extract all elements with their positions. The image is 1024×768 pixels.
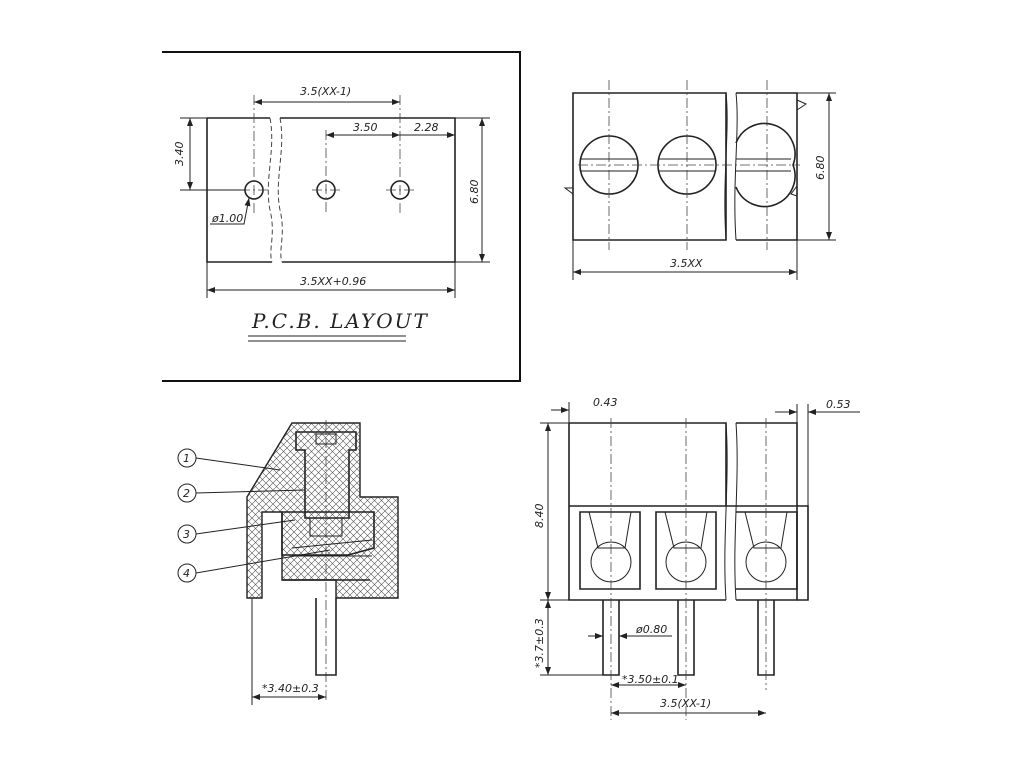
clamp-window-1 bbox=[579, 511, 641, 590]
pcb-dim-hole-height: 3.40 bbox=[173, 142, 186, 167]
pcb-layout-panel: 3.5(XX-1) 3.50 2.28 3.40 6.80 ø1.00 3.5X… bbox=[162, 51, 521, 382]
top-dim-length: 3.5XX bbox=[670, 257, 703, 270]
svg-text:1: 1 bbox=[183, 452, 190, 465]
front-dim-pitch-total: 3.5(XX-1) bbox=[660, 697, 711, 710]
front-dim-pin-length: *3.7±0.3 bbox=[533, 618, 546, 668]
front-dim-body-height: 8.40 bbox=[533, 504, 546, 529]
svg-text:3: 3 bbox=[183, 528, 190, 541]
side-dim-pin-offset: *3.40±0.3 bbox=[262, 682, 319, 695]
pcb-dim-pitch: 3.50 bbox=[353, 121, 378, 134]
screw-head-3 bbox=[735, 122, 796, 208]
front-dim-left-offset: 0.43 bbox=[593, 396, 618, 409]
top-view: 6.80 3.5XX bbox=[563, 80, 836, 280]
side-section-view: 1 2 3 4 *3.40±0.3 bbox=[177, 420, 399, 705]
front-dim-pitch: *3.50±0.1 bbox=[622, 673, 679, 686]
callout-4: 4 bbox=[177, 549, 331, 583]
front-dim-right-offset: 0.53 bbox=[826, 398, 851, 411]
front-dim-pin-diameter: ø0.80 bbox=[635, 623, 667, 636]
front-view: 0.43 0.53 8.40 *3.7±0.3 ø0.80 *3.50±0.1 … bbox=[533, 396, 860, 720]
pcb-dim-hole-diameter: ø1.00 bbox=[211, 212, 243, 225]
clamp-window-3 bbox=[736, 511, 798, 590]
svg-text:2: 2 bbox=[183, 487, 190, 500]
top-dim-height: 6.80 bbox=[814, 156, 827, 181]
callout-2: 2 bbox=[177, 483, 306, 503]
callout-1: 1 bbox=[177, 448, 281, 471]
pcb-dim-pitch-total: 3.5(XX-1) bbox=[300, 85, 351, 98]
callout-3: 3 bbox=[177, 519, 296, 544]
pcb-dim-body-length: 3.5XX+0.96 bbox=[300, 275, 366, 288]
pcb-dim-edge-offset: 2.28 bbox=[414, 121, 439, 134]
svg-text:4: 4 bbox=[183, 567, 190, 580]
pcb-layout-title: P.C.B. LAYOUT bbox=[251, 309, 429, 333]
pcb-dim-body-height: 6.80 bbox=[468, 180, 481, 205]
